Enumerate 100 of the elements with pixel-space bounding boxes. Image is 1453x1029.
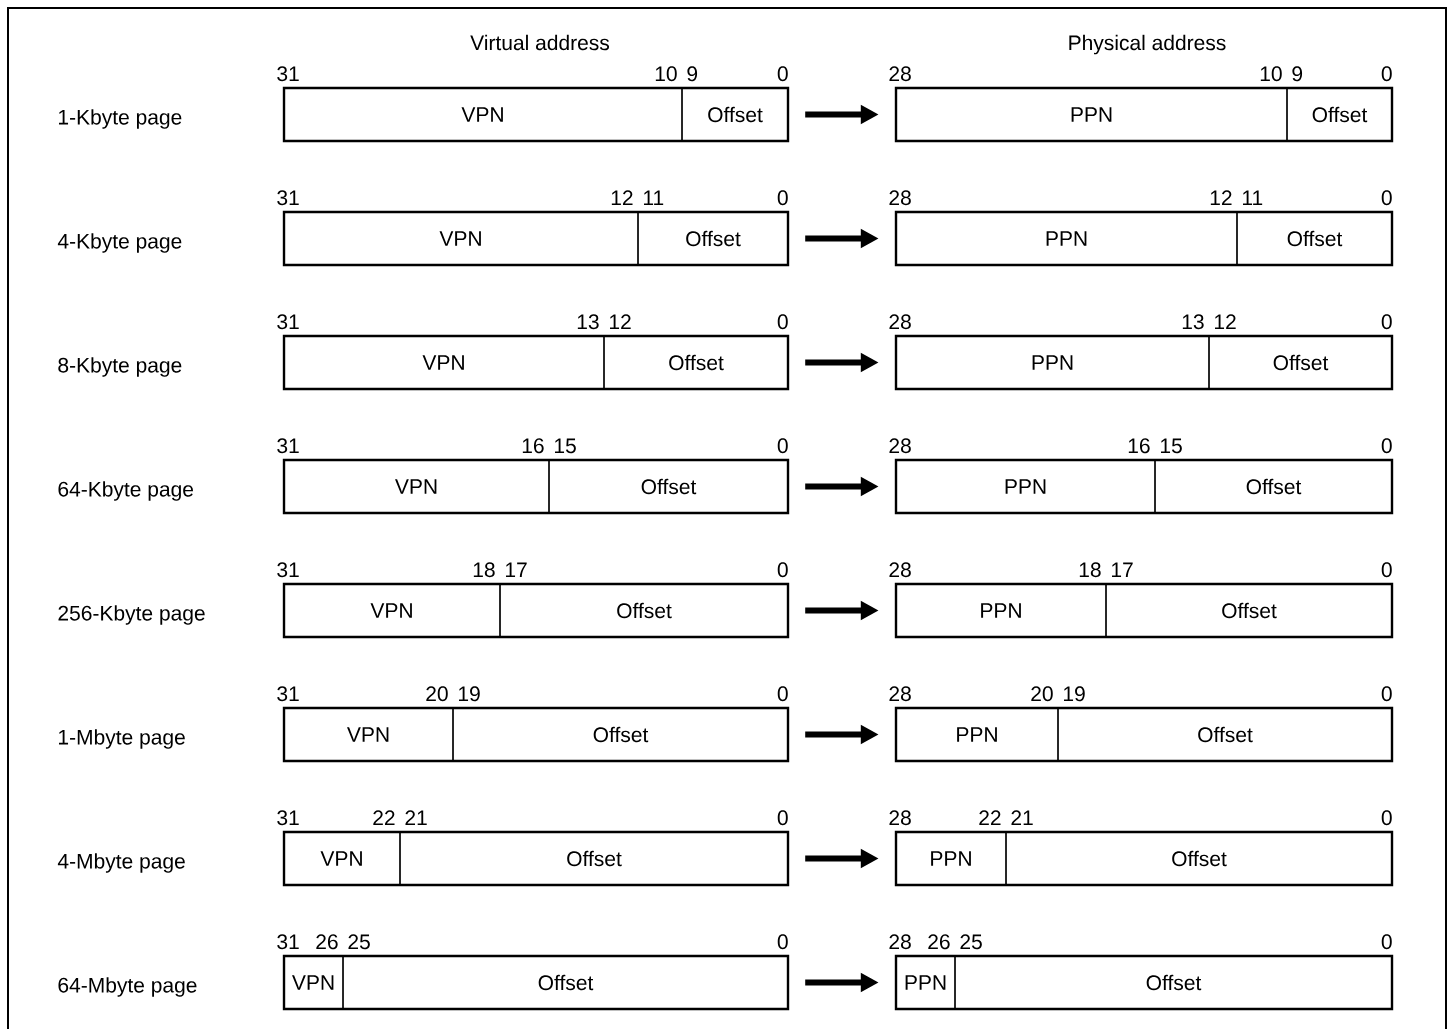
field-box: Offset	[399, 831, 789, 886]
field-box: Offset	[1208, 335, 1393, 390]
bit-number: 0	[777, 314, 788, 330]
bit-number: 0	[777, 810, 788, 826]
bit-number: 26	[316, 934, 338, 950]
bit-number: 11	[644, 190, 664, 205]
field-box: Offset	[548, 459, 789, 514]
bit-number: 28	[889, 438, 911, 454]
field-box: VPN	[283, 211, 639, 266]
bit-number: 0	[1381, 562, 1392, 578]
bit-number: 0	[1381, 686, 1392, 702]
bit-number: 0	[1381, 438, 1392, 454]
field-box: PPN	[895, 87, 1288, 142]
bit-number: 10	[1260, 66, 1282, 82]
bit-number: 15	[555, 438, 576, 454]
bit-number: 0	[777, 438, 788, 454]
field-box: Offset	[342, 955, 789, 1010]
bit-number: 19	[459, 686, 480, 702]
bit-number: 21	[405, 810, 427, 825]
bit-number: 15	[1161, 438, 1182, 454]
bit-number: 16	[522, 438, 544, 454]
field-box: VPN	[283, 335, 605, 390]
bit-number: 25	[348, 934, 370, 950]
page-size-label: 64-Mbyte page	[58, 977, 197, 997]
bit-number: 0	[777, 190, 788, 206]
field-box: Offset	[1236, 211, 1393, 266]
bit-number: 18	[473, 562, 495, 578]
bit-number: 18	[1079, 562, 1101, 578]
bit-number: 31	[277, 562, 299, 578]
bit-number: 16	[1128, 438, 1150, 454]
bit-number: 20	[1031, 686, 1053, 702]
field-box: Offset	[1057, 707, 1393, 762]
bit-number: 17	[506, 562, 527, 577]
page-size-label: 256-Kbyte page	[58, 605, 205, 625]
bit-number: 31	[277, 190, 299, 206]
bit-number: 0	[1381, 190, 1392, 206]
bit-number: 28	[889, 934, 911, 950]
page-size-label: 8-Kbyte page	[58, 357, 182, 377]
bit-number: 12	[610, 314, 631, 329]
bit-number: 0	[777, 934, 788, 950]
bit-number: 0	[777, 686, 788, 702]
bit-number: 28	[889, 810, 911, 826]
field-box: VPN	[283, 459, 550, 514]
bit-number: 12	[1210, 190, 1232, 205]
bit-number: 28	[889, 66, 911, 82]
field-box: VPN	[283, 955, 344, 1010]
bit-number: 0	[1381, 314, 1392, 330]
bit-number: 10	[655, 66, 677, 82]
field-box: PPN	[895, 831, 1007, 886]
bit-number: 31	[277, 934, 299, 950]
field-box: Offset	[954, 955, 1393, 1010]
bit-number: 12	[611, 190, 633, 205]
field-box: Offset	[603, 335, 789, 390]
page-size-label: 1-Mbyte page	[59, 729, 185, 749]
bit-number: 28	[889, 190, 911, 206]
field-box: Offset	[1005, 831, 1393, 886]
bit-number: 0	[777, 562, 788, 578]
bit-number: 9	[1292, 66, 1303, 82]
bit-number: 21	[1011, 810, 1033, 825]
bit-number: 28	[889, 314, 911, 330]
field-box: PPN	[895, 459, 1156, 514]
bit-number: 22	[373, 810, 395, 825]
bit-number: 9	[687, 66, 698, 82]
field-box: Offset	[499, 583, 789, 638]
bit-number: 13	[1182, 314, 1204, 330]
column-heading: Virtual address	[470, 34, 610, 51]
bit-number: 31	[277, 686, 299, 702]
page-size-label: 1-Kbyte page	[59, 109, 182, 129]
bit-number: 26	[928, 934, 950, 950]
field-box: Offset	[1105, 583, 1393, 638]
bit-number: 12	[1215, 314, 1236, 329]
field-box: VPN	[283, 707, 454, 762]
field-box: PPN	[895, 583, 1107, 638]
field-box: VPN	[283, 583, 501, 638]
field-box: VPN	[283, 831, 401, 886]
bit-number: 22	[979, 810, 1001, 825]
bit-number: 17	[1112, 562, 1133, 577]
field-box: VPN	[283, 87, 683, 142]
bit-number: 31	[277, 314, 299, 330]
page-size-label: 4-Kbyte page	[57, 233, 182, 253]
bit-number: 13	[577, 314, 599, 330]
field-box: Offset	[1286, 87, 1393, 142]
field-box: Offset	[452, 707, 789, 762]
bit-number: 31	[277, 66, 299, 82]
bit-number: 28	[889, 562, 911, 578]
bit-number: 19	[1064, 686, 1085, 702]
column-heading: Physical address	[1069, 34, 1226, 55]
field-box: Offset	[637, 211, 789, 266]
field-box: PPN	[895, 211, 1238, 266]
bit-number: 25	[960, 934, 982, 950]
bit-number: 20	[426, 686, 448, 702]
bit-number: 28	[889, 686, 911, 702]
bit-number: 11	[1243, 190, 1263, 205]
field-box: Offset	[1154, 459, 1393, 514]
bit-number: 31	[277, 810, 299, 826]
field-box: PPN	[895, 335, 1210, 390]
page-size-label: 64-Kbyte page	[58, 481, 193, 501]
bit-number: 0	[1381, 810, 1392, 826]
bit-number: 0	[1381, 934, 1392, 950]
page-size-label: 4-Mbyte page	[57, 853, 185, 873]
